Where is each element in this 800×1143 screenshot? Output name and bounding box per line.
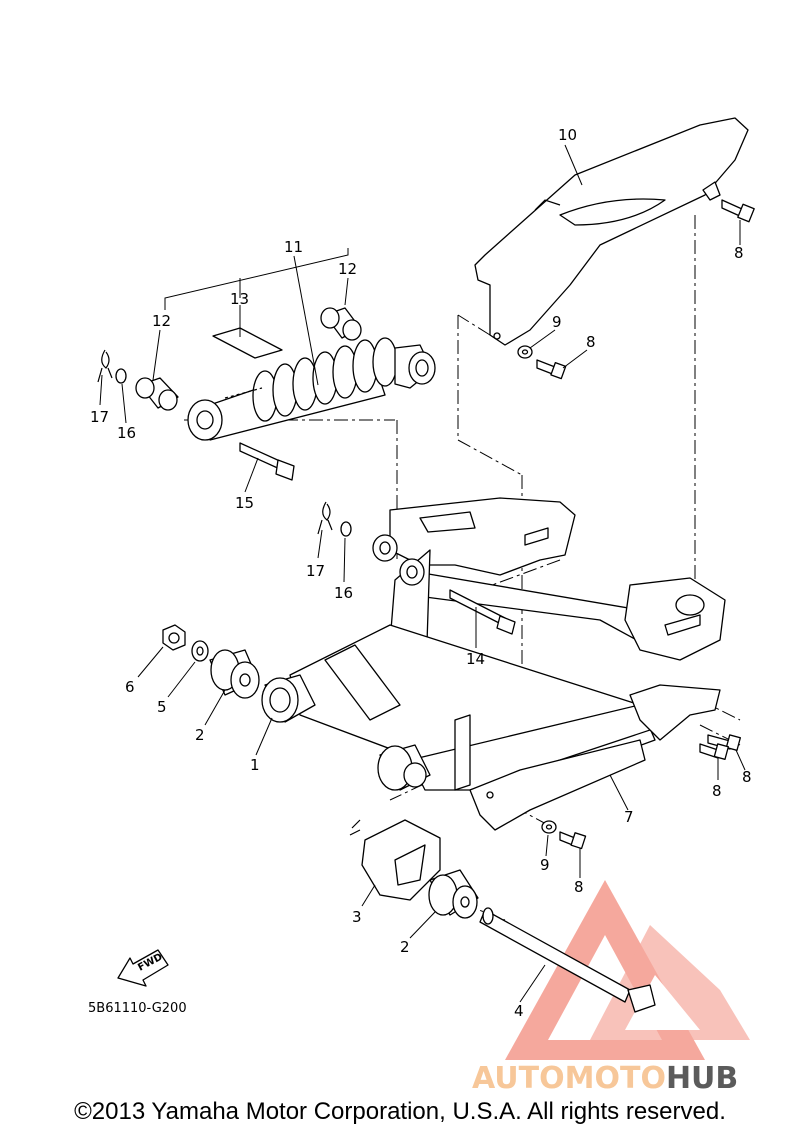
callout-9b: 9 — [540, 856, 550, 874]
chain-slider — [349, 819, 441, 901]
callout-13: 13 — [230, 290, 249, 308]
callout-8a: 8 — [734, 244, 744, 262]
pivot-bushing-lower — [377, 744, 431, 791]
callout-12a: 12 — [338, 260, 357, 278]
callout-3: 3 — [352, 908, 362, 926]
assembly-lines — [184, 215, 741, 921]
callout-4: 4 — [514, 1002, 524, 1020]
washer-lower — [541, 820, 557, 834]
washer-center — [340, 521, 352, 537]
collar-upper — [209, 649, 260, 699]
bolt-upper — [536, 359, 567, 380]
bushing-left — [135, 377, 179, 411]
warning-label — [212, 327, 283, 359]
leader-lines — [99, 144, 746, 1003]
callout-2b: 2 — [400, 938, 410, 956]
swingarm — [289, 497, 726, 831]
callout-8b: 8 — [586, 333, 596, 351]
cotter-pin-center — [317, 501, 333, 535]
rear-shock-absorber — [187, 337, 436, 441]
callout-11: 11 — [284, 238, 303, 256]
callout-16b: 16 — [334, 584, 353, 602]
watermark-part2: HUB — [666, 1061, 738, 1096]
callout-16a: 16 — [117, 424, 136, 442]
fwd-arrow-icon: FWD — [117, 949, 169, 987]
callout-12b: 12 — [152, 312, 171, 330]
watermark-text: AUTOMOTOHUB — [472, 1061, 738, 1096]
callout-10: 10 — [558, 126, 577, 144]
bushing-right — [320, 307, 362, 341]
callout-5: 5 — [157, 698, 167, 716]
callout-8c: 8 — [712, 782, 722, 800]
collar-lower — [428, 869, 479, 919]
bolt-upper-right — [721, 199, 755, 223]
callouts: 10 8 9 8 11 12 13 12 17 16 15 17 16 14 6… — [90, 126, 752, 1020]
callout-6: 6 — [125, 678, 135, 696]
chain-guard — [474, 117, 749, 346]
washer-upper — [517, 345, 533, 359]
bolt-lower-right-2 — [699, 743, 729, 760]
link-bolt — [449, 589, 516, 635]
callout-15: 15 — [235, 494, 254, 512]
callout-1: 1 — [250, 756, 260, 774]
callout-17b: 17 — [306, 562, 325, 580]
washer-left — [115, 368, 127, 384]
callout-9a: 9 — [552, 313, 562, 331]
shock-bolt — [239, 442, 295, 481]
bolt-lower — [559, 831, 587, 850]
nut — [162, 624, 186, 651]
callout-7: 7 — [624, 808, 634, 826]
washer-pivot — [191, 640, 209, 662]
copyright-notice: ©2013 Yamaha Motor Corporation, U.S.A. A… — [74, 1098, 726, 1125]
callout-2a: 2 — [195, 726, 205, 744]
pivot-shaft — [479, 907, 656, 1013]
diagram-code: 5B61110-G200 — [88, 1001, 187, 1016]
svg-text:AUTOMOTOHUB: AUTOMOTOHUB — [472, 1061, 738, 1096]
watermark-part1: AUTOMOTO — [472, 1061, 666, 1096]
callout-14: 14 — [466, 650, 485, 668]
callout-8e: 8 — [574, 878, 584, 896]
cotter-pin-left — [97, 349, 113, 383]
pivot-bushing — [261, 674, 316, 723]
callout-17a: 17 — [90, 408, 109, 426]
callout-8d: 8 — [742, 768, 752, 786]
